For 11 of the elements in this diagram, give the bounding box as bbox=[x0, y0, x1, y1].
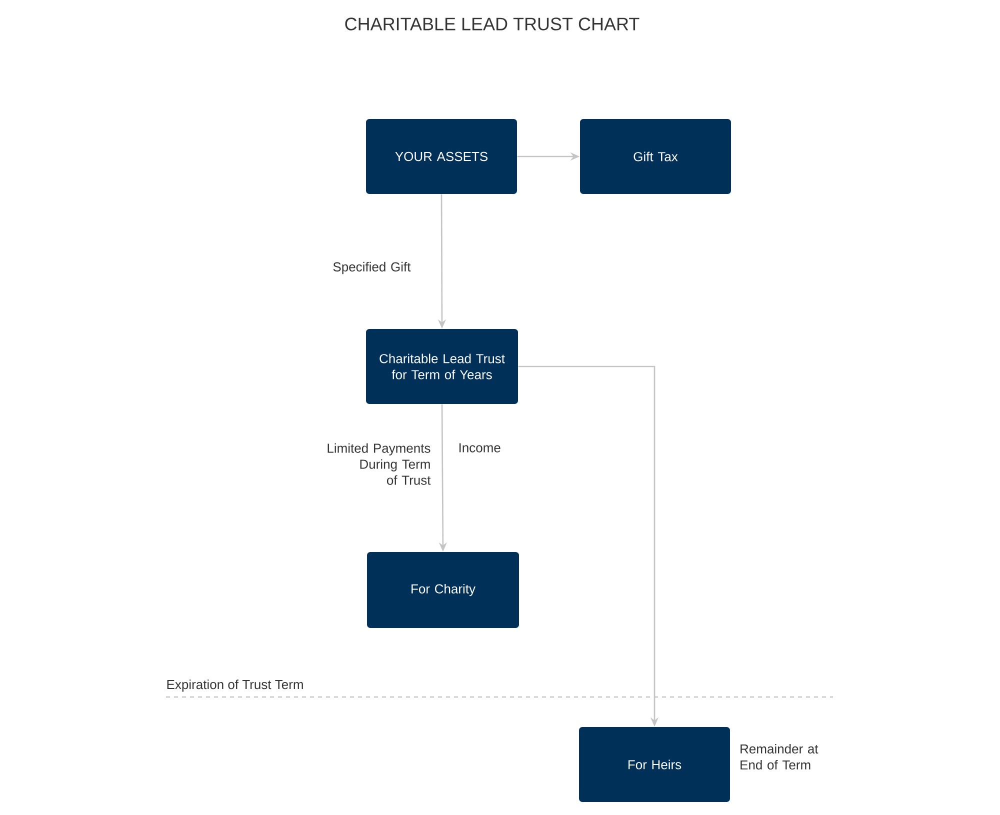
process-box: For Charity bbox=[367, 552, 519, 628]
text-label: Expiration of Trust Term bbox=[167, 680, 303, 692]
side-note: Remainder at End of Term bbox=[740, 744, 818, 770]
edge-label: Limited Payments During Term of Trust bbox=[328, 443, 431, 485]
process-box: YOUR ASSETS bbox=[366, 119, 517, 194]
text-label: Income bbox=[459, 443, 500, 452]
edge-label: Specified Gift bbox=[333, 262, 411, 274]
process-box: For Heirs bbox=[579, 727, 730, 802]
title: CHARITABLE LEAD TRUST CHART bbox=[345, 18, 640, 30]
process-box: Gift Tax bbox=[580, 119, 731, 194]
process-box: Charitable Lead Trust for Term of Years bbox=[366, 329, 518, 404]
